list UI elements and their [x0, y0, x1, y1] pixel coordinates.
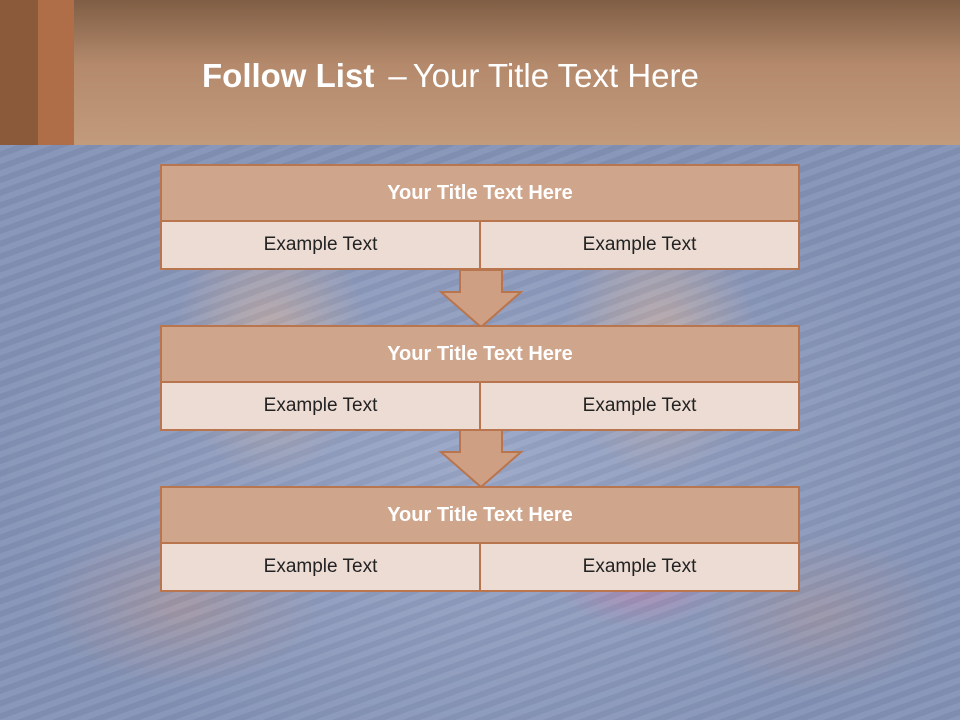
header-band: Follow List–Your Title Text Here — [0, 0, 960, 145]
block-title: Your Title Text Here — [162, 488, 798, 544]
block-row: Example Text Example Text — [162, 544, 798, 590]
block-cell-left: Example Text — [162, 544, 479, 590]
block-row: Example Text Example Text — [162, 383, 798, 429]
accent-stripe-dark — [0, 0, 38, 145]
down-arrow-icon — [438, 430, 524, 489]
accent-stripe-light — [38, 0, 74, 145]
block-cell-right: Example Text — [479, 544, 798, 590]
slide-title-bold: Follow List — [202, 57, 375, 94]
slide-title-separator: – — [388, 57, 407, 94]
block-title: Your Title Text Here — [162, 166, 798, 222]
block-cell-right: Example Text — [479, 222, 798, 268]
list-block-1: Your Title Text Here Example Text Exampl… — [160, 164, 800, 270]
down-arrow-icon — [438, 270, 524, 329]
slide-title-rest: Your Title Text Here — [412, 57, 699, 94]
block-cell-right: Example Text — [479, 383, 798, 429]
block-cell-left: Example Text — [162, 383, 479, 429]
list-block-2: Your Title Text Here Example Text Exampl… — [160, 325, 800, 431]
block-title: Your Title Text Here — [162, 327, 798, 383]
list-block-3: Your Title Text Here Example Text Exampl… — [160, 486, 800, 592]
block-cell-left: Example Text — [162, 222, 479, 268]
block-row: Example Text Example Text — [162, 222, 798, 268]
slide-title: Follow List–Your Title Text Here — [202, 56, 699, 96]
